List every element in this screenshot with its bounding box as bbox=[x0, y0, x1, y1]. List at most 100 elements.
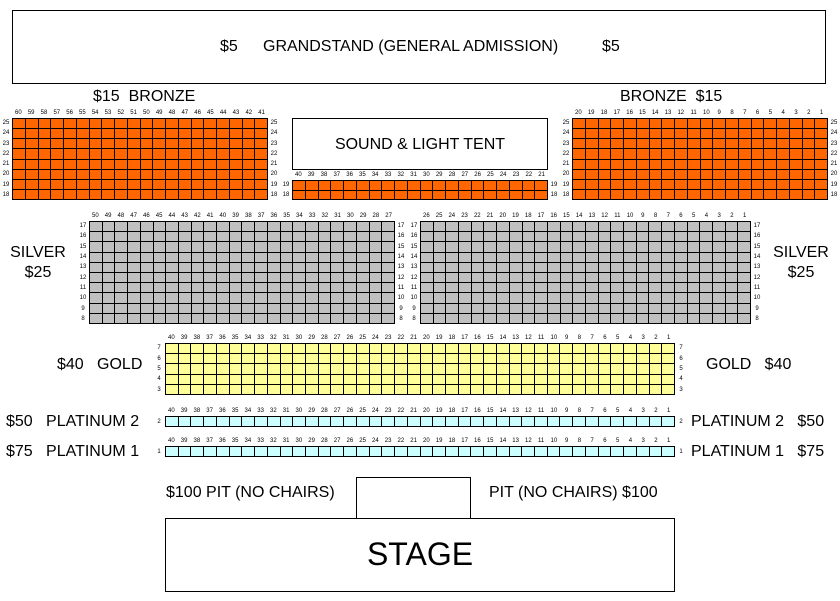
seat[interactable] bbox=[382, 252, 395, 263]
seat[interactable] bbox=[585, 232, 599, 243]
seat[interactable] bbox=[140, 119, 154, 130]
seat[interactable] bbox=[318, 222, 332, 233]
seat[interactable] bbox=[280, 354, 294, 365]
seat[interactable] bbox=[229, 159, 243, 170]
seat[interactable] bbox=[128, 232, 141, 243]
seat[interactable] bbox=[178, 303, 192, 314]
seat[interactable] bbox=[420, 344, 434, 355]
seat[interactable] bbox=[140, 232, 154, 243]
seat[interactable] bbox=[802, 119, 816, 130]
seat[interactable] bbox=[611, 232, 625, 243]
seat[interactable] bbox=[636, 417, 650, 427]
seat[interactable] bbox=[356, 313, 370, 324]
seat[interactable] bbox=[191, 222, 205, 233]
seat[interactable] bbox=[395, 384, 408, 395]
seat[interactable] bbox=[229, 262, 243, 273]
seat[interactable] bbox=[713, 179, 726, 190]
seat[interactable] bbox=[51, 119, 64, 130]
seat[interactable] bbox=[674, 262, 688, 273]
seat[interactable] bbox=[229, 222, 243, 233]
seat[interactable] bbox=[471, 313, 485, 324]
seat[interactable] bbox=[217, 169, 230, 180]
seat[interactable] bbox=[255, 293, 268, 304]
seat[interactable] bbox=[611, 119, 624, 130]
seat[interactable] bbox=[675, 189, 688, 200]
seat[interactable] bbox=[280, 242, 294, 253]
seat[interactable] bbox=[331, 344, 345, 355]
seat[interactable] bbox=[471, 417, 485, 427]
seat[interactable] bbox=[573, 417, 586, 427]
seat[interactable] bbox=[636, 159, 650, 170]
seat[interactable] bbox=[611, 222, 625, 233]
seat[interactable] bbox=[560, 354, 574, 365]
seat[interactable] bbox=[166, 364, 179, 375]
seat[interactable] bbox=[306, 313, 319, 324]
seat[interactable] bbox=[217, 262, 230, 273]
seat[interactable] bbox=[700, 149, 714, 160]
seat[interactable] bbox=[738, 119, 752, 130]
seat[interactable] bbox=[153, 169, 166, 180]
seat[interactable] bbox=[522, 242, 536, 253]
seat[interactable] bbox=[127, 119, 141, 130]
seat[interactable] bbox=[217, 129, 230, 140]
seat[interactable] bbox=[102, 169, 115, 180]
seat[interactable] bbox=[280, 293, 294, 304]
seat[interactable] bbox=[624, 293, 637, 304]
seat[interactable] bbox=[191, 272, 205, 284]
seat[interactable] bbox=[306, 272, 319, 284]
seat[interactable] bbox=[318, 447, 332, 457]
seat[interactable] bbox=[369, 242, 383, 253]
seat[interactable] bbox=[573, 159, 586, 170]
seat[interactable] bbox=[471, 293, 485, 304]
seat[interactable] bbox=[331, 447, 345, 457]
seat[interactable] bbox=[331, 364, 345, 375]
seat[interactable] bbox=[369, 313, 383, 324]
seat[interactable] bbox=[191, 119, 205, 130]
seat[interactable] bbox=[497, 222, 510, 233]
seat[interactable] bbox=[382, 447, 396, 457]
seat[interactable] bbox=[458, 374, 472, 385]
seat[interactable] bbox=[293, 252, 307, 263]
seat[interactable] bbox=[64, 129, 77, 140]
seat[interactable] bbox=[522, 283, 536, 294]
seat[interactable] bbox=[675, 159, 688, 170]
seat[interactable] bbox=[433, 303, 447, 314]
seat[interactable] bbox=[217, 119, 230, 130]
seat[interactable] bbox=[649, 149, 663, 160]
seat[interactable] bbox=[178, 149, 192, 160]
seat[interactable] bbox=[624, 364, 637, 375]
seat[interactable] bbox=[356, 384, 370, 395]
seat[interactable] bbox=[344, 242, 357, 253]
seat[interactable] bbox=[255, 189, 268, 200]
seat[interactable] bbox=[51, 189, 64, 200]
seat[interactable] bbox=[585, 272, 599, 284]
seat[interactable] bbox=[712, 222, 726, 233]
seat[interactable] bbox=[459, 272, 472, 284]
seat[interactable] bbox=[153, 222, 167, 233]
seat[interactable] bbox=[102, 283, 116, 294]
seat[interactable] bbox=[649, 189, 663, 200]
seat[interactable] bbox=[178, 364, 192, 375]
seat[interactable] bbox=[102, 119, 115, 130]
seat[interactable] bbox=[153, 129, 166, 140]
seat[interactable] bbox=[229, 364, 243, 375]
seat[interactable] bbox=[815, 129, 828, 140]
seat[interactable] bbox=[700, 189, 714, 200]
seat[interactable] bbox=[573, 354, 586, 365]
seat[interactable] bbox=[700, 129, 714, 140]
seat[interactable] bbox=[535, 313, 548, 324]
seat[interactable] bbox=[318, 232, 332, 243]
seat[interactable] bbox=[598, 283, 612, 294]
seat[interactable] bbox=[229, 283, 243, 294]
seat[interactable] bbox=[115, 303, 129, 314]
seat[interactable] bbox=[675, 139, 688, 150]
seat[interactable] bbox=[789, 159, 803, 170]
seat[interactable] bbox=[662, 179, 675, 190]
seat[interactable] bbox=[331, 190, 344, 200]
seat[interactable] bbox=[344, 252, 357, 263]
seat[interactable] bbox=[306, 222, 319, 233]
seat[interactable] bbox=[624, 159, 637, 170]
seat[interactable] bbox=[229, 313, 243, 324]
seat[interactable] bbox=[178, 344, 192, 355]
seat[interactable] bbox=[700, 272, 713, 284]
